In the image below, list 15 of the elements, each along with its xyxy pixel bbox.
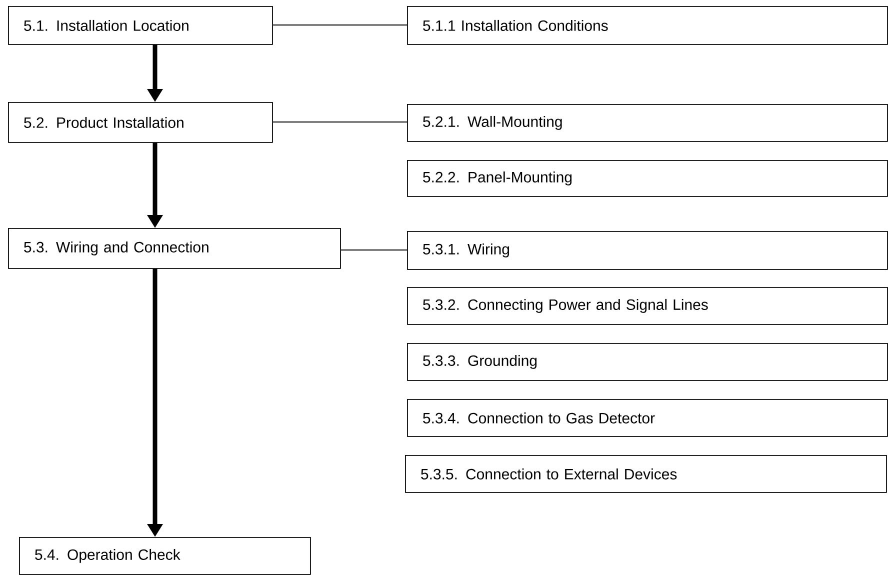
step-box: 5.2.2. Panel-Mounting [407,160,888,197]
step-box: 5.4. Operation Check [19,537,311,575]
connector-line [272,121,407,123]
step-box: 5.2. Product Installation [8,102,273,143]
step-box: 5.3.4. Connection to Gas Detector [407,399,888,437]
step-box: 5.1. Installation Location [8,6,273,45]
step-box: 5.2.1. Wall-Mounting [407,104,888,142]
connector-line [272,24,407,26]
step-box: 5.3.2. Connecting Power and Signal Lines [407,287,888,325]
connector-line [340,249,407,251]
step-box: 5.1.1 Installation Conditions [407,6,888,45]
step-box: 5.3.5. Connection to External Devices [405,455,887,493]
step-box: 5.3.3. Grounding [407,343,888,381]
step-box: 5.3. Wiring and Connection [8,228,341,269]
step-box: 5.3.1. Wiring [407,231,888,270]
